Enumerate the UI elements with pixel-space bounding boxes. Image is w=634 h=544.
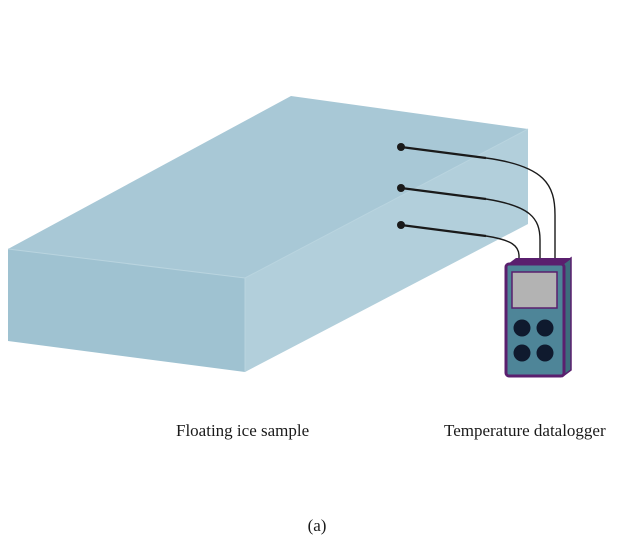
logger-button bbox=[513, 319, 531, 337]
datalogger-label: Temperature datalogger bbox=[444, 421, 606, 440]
logger-button bbox=[536, 344, 554, 362]
ice-top-face bbox=[8, 96, 528, 278]
ice-front-face bbox=[8, 249, 245, 372]
figure-caption: (a) bbox=[307, 516, 327, 535]
probe-lower bbox=[397, 221, 487, 238]
ice-sample-label: Floating ice sample bbox=[176, 421, 310, 440]
cable-lower bbox=[485, 235, 520, 266]
cable-upper bbox=[485, 157, 556, 266]
ice-side-face bbox=[245, 129, 528, 372]
cable-middle bbox=[485, 198, 541, 266]
floating-ice-sample bbox=[7, 96, 529, 372]
logger-button bbox=[513, 344, 531, 362]
temperature-datalogger bbox=[504, 256, 572, 378]
temperature-probes bbox=[397, 143, 487, 238]
probe-middle bbox=[397, 184, 487, 201]
probe-upper bbox=[397, 143, 487, 160]
logger-screen bbox=[511, 271, 558, 309]
logger-button bbox=[536, 319, 554, 337]
probe-cables bbox=[485, 157, 556, 266]
